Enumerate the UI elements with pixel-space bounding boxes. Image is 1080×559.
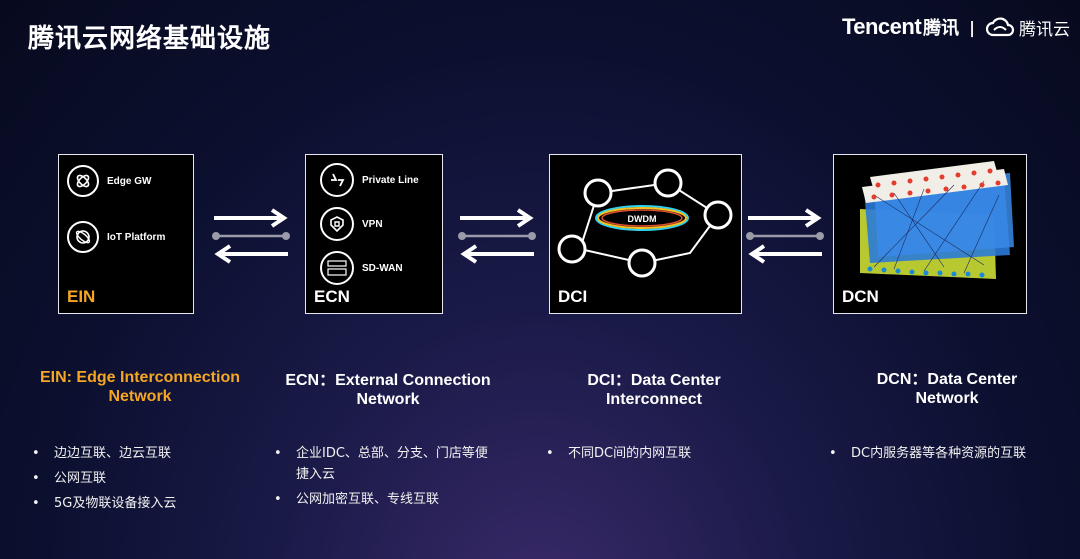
list-item: DC内服务器等各种资源的互联 (829, 443, 1069, 464)
ein-label: EIN (67, 287, 96, 306)
dci-dcn-arrows (746, 208, 824, 264)
private-line-label: Private Line (362, 174, 419, 186)
tencent-cn-logo: 腾讯 (923, 18, 960, 39)
fabric-planes (860, 161, 1014, 279)
private-line-item: Private Line (320, 163, 419, 197)
brand-logos: Tencent 腾讯 | 腾讯云 (842, 14, 1070, 40)
edge-gw-item: Edge GW (67, 165, 151, 197)
private-line-icon (320, 163, 354, 197)
edge-gw-icon (67, 165, 99, 197)
vpn-item: VPN (320, 207, 383, 241)
ecn-dci-arrows (458, 208, 536, 264)
dci-heading: DCI：Data Center Interconnect (587, 372, 721, 408)
page-title: 腾讯云网络基础设施 (28, 24, 272, 54)
dcn-heading: DCN：Data Center Network (876, 371, 1018, 407)
iot-platform-item: IoT Platform (67, 221, 165, 253)
list-item: 边边互联、边云互联 (32, 443, 252, 464)
ecn-heading: ECN：External Connection Network (285, 372, 491, 408)
ein-box: Edge GW IoT Platform EIN (58, 154, 194, 314)
dci-label: DCI (558, 287, 588, 306)
ein-heading: EIN: Edge Interconnection Network (39, 369, 240, 405)
sd-wan-label: SD-WAN (362, 262, 403, 274)
cloud-icon (985, 17, 1015, 37)
sd-wan-item: SD-WAN (320, 251, 403, 285)
dci-box: DWDM DCI (549, 154, 742, 314)
ein-bullets: 边边互联、边云互联 公网互联 5G及物联设备接入云 (32, 443, 252, 518)
dcn-fabric-illustration (860, 161, 1014, 279)
edge-gw-label: Edge GW (107, 175, 152, 187)
tencent-logo: Tencent (841, 14, 922, 39)
ecn-bullets: 企业IDC、总部、分支、门店等便捷入云 公网加密互联、专线互联 (274, 443, 496, 514)
list-item: 公网加密互联、专线互联 (274, 489, 496, 510)
ecn-label: ECN (314, 287, 350, 306)
cloud-brand-text: 腾讯云 (1019, 19, 1070, 40)
dcn-label: DCN (842, 287, 879, 306)
list-item: 企业IDC、总部、分支、门店等便捷入云 (274, 443, 496, 485)
brand-separator: | (969, 17, 975, 37)
fabric-lines (873, 180, 1000, 274)
iot-platform-icon (67, 221, 99, 253)
dci-network-diagram: DWDM (557, 168, 733, 278)
ein-ecn-arrows (212, 208, 290, 264)
fabric-nodes (871, 168, 1001, 200)
server-nodes (867, 266, 985, 278)
list-item: 公网互联 (32, 468, 252, 489)
ecn-box: Private Line VPN SD-WAN ECN (305, 154, 443, 314)
list-item: 不同DC间的内网互联 (546, 443, 776, 464)
dcn-box: DCN (833, 154, 1027, 314)
vpn-label: VPN (362, 218, 383, 230)
sd-wan-icon (320, 251, 354, 285)
list-item: 5G及物联设备接入云 (32, 493, 252, 514)
dci-bullets: 不同DC间的内网互联 (546, 443, 776, 468)
tencent-cloud-logo: 腾讯云 (985, 15, 1070, 40)
dwdm-label: DWDM (628, 214, 657, 224)
dcn-bullets: DC内服务器等各种资源的互联 (829, 443, 1069, 468)
iot-platform-label: IoT Platform (107, 231, 166, 243)
vpn-icon (320, 207, 354, 241)
